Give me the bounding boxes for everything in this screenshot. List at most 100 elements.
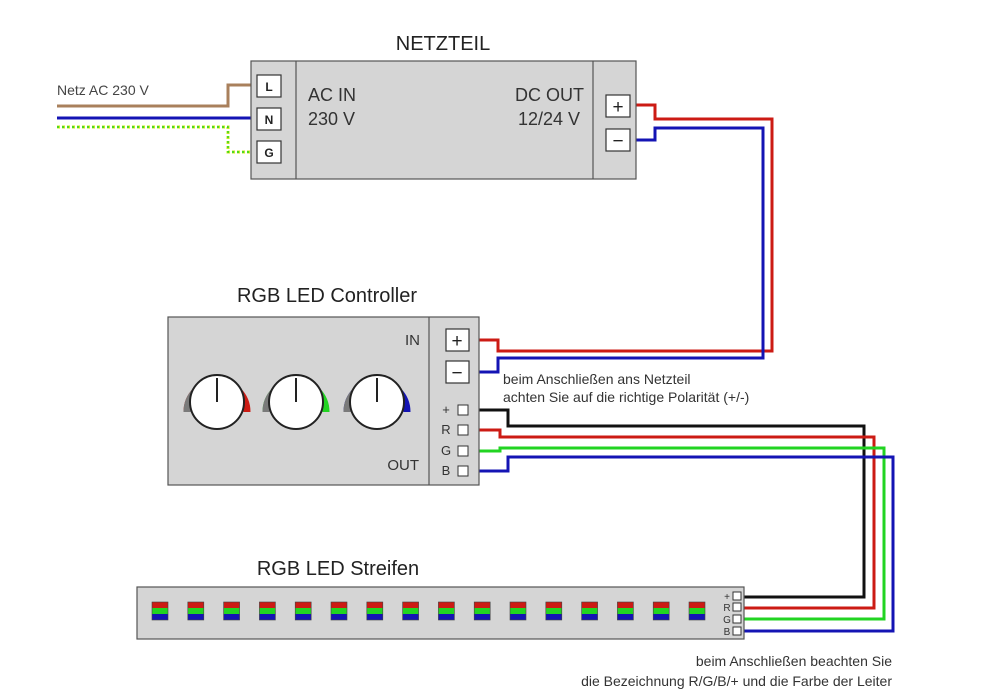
led-chip-frame (509, 601, 527, 621)
led-chip-frame (223, 601, 240, 621)
blue-knob[interactable] (343, 374, 411, 430)
strip-terminal-plus[interactable] (732, 591, 742, 601)
led-chip-frame (151, 601, 169, 621)
led-chip (402, 601, 419, 621)
led-chip (187, 601, 205, 621)
strip-terminal-g-label: G (723, 615, 731, 626)
out-terminal-b[interactable] (457, 465, 469, 477)
terminal-L[interactable] (256, 74, 282, 98)
terminal-N[interactable] (256, 107, 282, 131)
led-chip-band (331, 614, 347, 620)
led-chip-band (187, 614, 204, 620)
led-chip-frame (402, 601, 419, 621)
wire-dc-minus (470, 126, 765, 374)
led-chip (688, 601, 706, 621)
psu-minus-icon: − (612, 131, 623, 152)
strip-title: RGB LED Streifen (257, 558, 419, 580)
led-chip-band (152, 602, 168, 608)
strip-terminal-g[interactable] (732, 614, 742, 624)
led-chip (652, 601, 670, 621)
led-chip-band (510, 602, 526, 608)
led-strip: RGB LED Streifen + R G B beim Anschließe… (136, 558, 892, 689)
psu-plus-icon: + (612, 97, 623, 118)
led-chip-frame (617, 601, 634, 621)
led-chip (259, 601, 276, 621)
led-chip-band (366, 602, 383, 608)
out-terminal-plus[interactable] (457, 404, 469, 416)
led-chip-frame (366, 601, 384, 621)
led-chip-frame (473, 601, 491, 621)
out-terminal-b-label: B (442, 463, 451, 478)
led-chip-band (223, 602, 240, 608)
rgb-wires (470, 408, 895, 633)
led-chip-band (187, 602, 204, 608)
led-chip-band (474, 608, 491, 614)
led-chip-band (617, 614, 634, 620)
led-chip-band (689, 602, 705, 608)
power-supply: NETZTEIL Netz AC 230 V L N G AC IN 230 V… (57, 33, 637, 180)
led-chip-band (295, 602, 312, 608)
controller-title: RGB LED Controller (237, 285, 417, 307)
led-chip-band (438, 602, 455, 608)
led-chip-frame (294, 601, 312, 621)
strip-terminal-b-label: B (724, 627, 731, 638)
led-chip (581, 601, 598, 621)
led-chip-band (617, 602, 634, 608)
strip-terminal-r-label: R (723, 603, 730, 614)
led-chip-band (152, 608, 168, 614)
netzteil-title: NETZTEIL (396, 33, 490, 55)
out-terminal-plus-label: + (442, 402, 450, 417)
led-chip-band (545, 608, 562, 614)
led-chip (617, 601, 634, 621)
led-chip-band (223, 608, 240, 614)
strip-terminal-plus-label: + (724, 592, 730, 603)
controller-plus-icon: + (451, 331, 462, 352)
led-chip-band (295, 608, 312, 614)
led-chip-band (689, 614, 705, 620)
led-chip-band (152, 614, 168, 620)
controller-plus-terminal[interactable] (445, 328, 470, 352)
out-terminal-g[interactable] (457, 445, 469, 457)
mains-wires (57, 83, 255, 154)
polarity-note-line1: beim Anschließen ans Netzteil (503, 371, 691, 387)
led-chip (509, 601, 527, 621)
led-chip-band (366, 614, 383, 620)
led-chip-band (223, 614, 240, 620)
wire-L-brown (57, 83, 255, 108)
out-terminal-r[interactable] (457, 424, 469, 436)
red-knob[interactable] (183, 374, 251, 430)
terminal-G-label: G (264, 146, 273, 160)
led-chip-band (545, 602, 562, 608)
wire-out-plus (470, 408, 866, 599)
out-terminal-g-label: G (441, 443, 451, 458)
led-chip-band (545, 614, 562, 620)
led-chip-band (653, 608, 670, 614)
led-chip-band (581, 614, 598, 620)
led-chip-band (617, 608, 634, 614)
led-chip-frame (545, 601, 563, 621)
green-knob[interactable] (262, 374, 330, 430)
led-chip-band (581, 608, 598, 614)
led-chip-band (402, 608, 419, 614)
wire-dc-plus (470, 103, 774, 353)
led-chip-band (366, 608, 383, 614)
out-terminal-r-label: R (441, 422, 450, 437)
wire-G-ground-stripe (57, 126, 255, 153)
controller-minus-terminal[interactable] (445, 360, 470, 384)
dc-wires (470, 103, 774, 374)
dc-out-label: DC OUT (515, 85, 584, 105)
psu-minus-terminal[interactable] (605, 128, 631, 152)
psu-plus-terminal[interactable] (605, 94, 631, 118)
led-chip-band (474, 614, 491, 620)
led-chip-band (259, 614, 276, 620)
led-chip-band (331, 602, 347, 608)
terminal-G[interactable] (256, 140, 282, 164)
strip-note-line1: beim Anschließen beachten Sie (696, 653, 892, 669)
strip-terminal-b[interactable] (732, 626, 742, 636)
strip-terminal-r[interactable] (732, 602, 742, 612)
led-chip-band (653, 614, 670, 620)
led-group (151, 601, 706, 621)
led-chip-frame (187, 601, 205, 621)
terminal-L-label: L (265, 80, 272, 94)
led-chip (151, 601, 169, 621)
